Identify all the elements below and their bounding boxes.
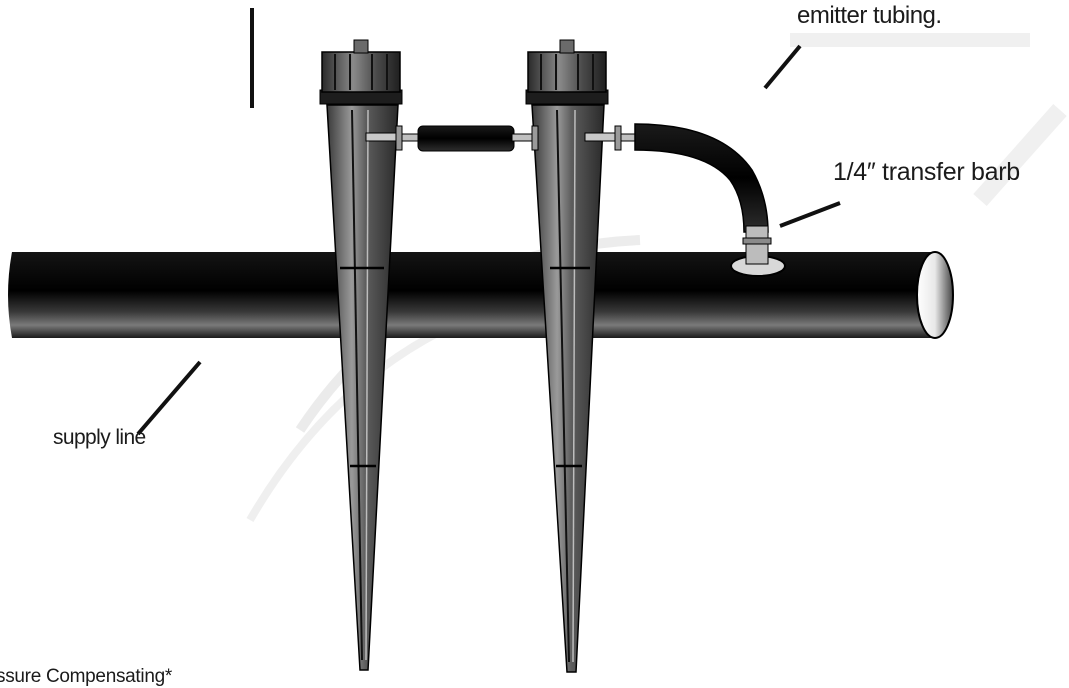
leader-line-supply	[136, 360, 202, 436]
label-emitter-tubing: emitter tubing.	[797, 2, 942, 29]
label-supply-line: supply line	[53, 426, 146, 449]
stake-right	[525, 39, 609, 673]
supply-line-pipe	[8, 251, 954, 339]
label-pressure-compensating: ssure Compensating*	[0, 666, 172, 687]
stake-left	[319, 39, 403, 671]
leader-line-barb	[779, 201, 841, 228]
transfer-barb	[745, 225, 769, 265]
emitter-tubing	[584, 123, 772, 265]
connector-tubing	[365, 125, 539, 152]
leader-line-emitter	[763, 44, 802, 90]
label-transfer-barb: 1/4″ transfer barb	[833, 158, 1020, 186]
